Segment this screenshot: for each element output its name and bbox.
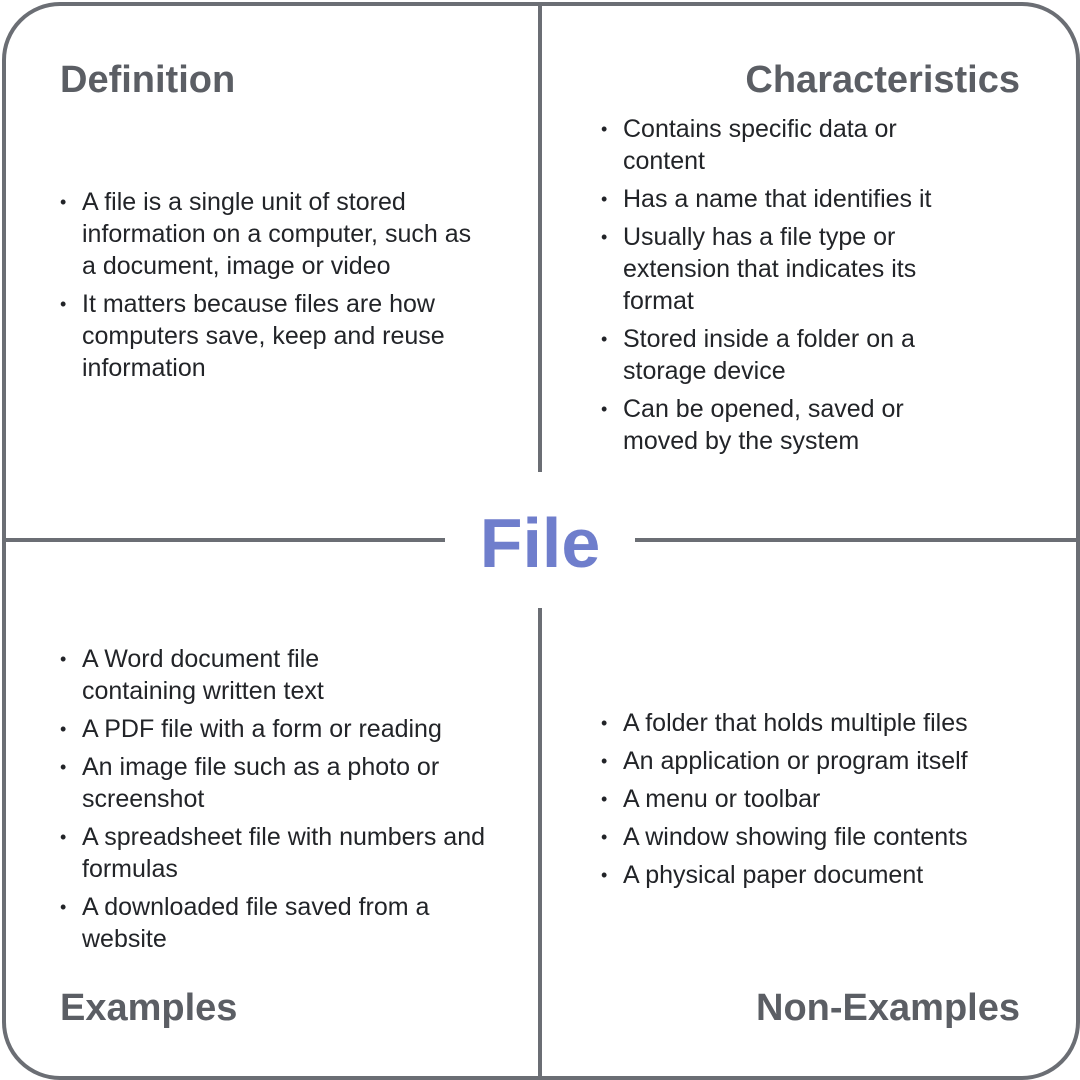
list-item: An image file such as a photo or screens… [60, 751, 462, 815]
list-item: A window showing file contents [601, 821, 1041, 853]
horizontal-divider-right [635, 538, 1076, 542]
non-examples-heading: Non-Examples [756, 987, 1020, 1029]
list-item: Contains specific data or content [601, 113, 913, 177]
horizontal-divider-left [4, 538, 445, 542]
list-item: A downloaded file saved from a website [60, 891, 462, 955]
list-item: Has a name that identifies it [601, 183, 1021, 215]
definition-heading: Definition [60, 59, 236, 101]
list-item: It matters because files are how compute… [60, 288, 490, 384]
examples-list: A Word document file containing written … [60, 643, 500, 961]
list-item: A PDF file with a form or reading [60, 713, 500, 745]
list-item: A Word document file containing written … [60, 643, 372, 707]
list-item: An application or program itself [601, 745, 1041, 777]
examples-heading: Examples [60, 987, 238, 1029]
center-term: File [479, 504, 601, 582]
list-item: Can be opened, saved or moved by the sys… [601, 393, 953, 457]
vertical-divider-bottom [538, 608, 542, 1076]
list-item: A physical paper document [601, 859, 1041, 891]
characteristics-list: Contains specific data or content Has a … [601, 113, 1021, 463]
definition-list: A file is a single unit of stored inform… [60, 186, 490, 390]
characteristics-heading: Characteristics [745, 59, 1020, 101]
non-examples-list: A folder that holds multiple files An ap… [601, 707, 1041, 897]
list-item: A menu or toolbar [601, 783, 1041, 815]
vertical-divider-top [538, 4, 542, 472]
list-item: A spreadsheet file with numbers and form… [60, 821, 492, 885]
list-item: Stored inside a folder on a storage devi… [601, 323, 973, 387]
list-item: Usually has a file type or extension tha… [601, 221, 933, 317]
list-item: A file is a single unit of stored inform… [60, 186, 490, 282]
list-item: A folder that holds multiple files [601, 707, 1041, 739]
